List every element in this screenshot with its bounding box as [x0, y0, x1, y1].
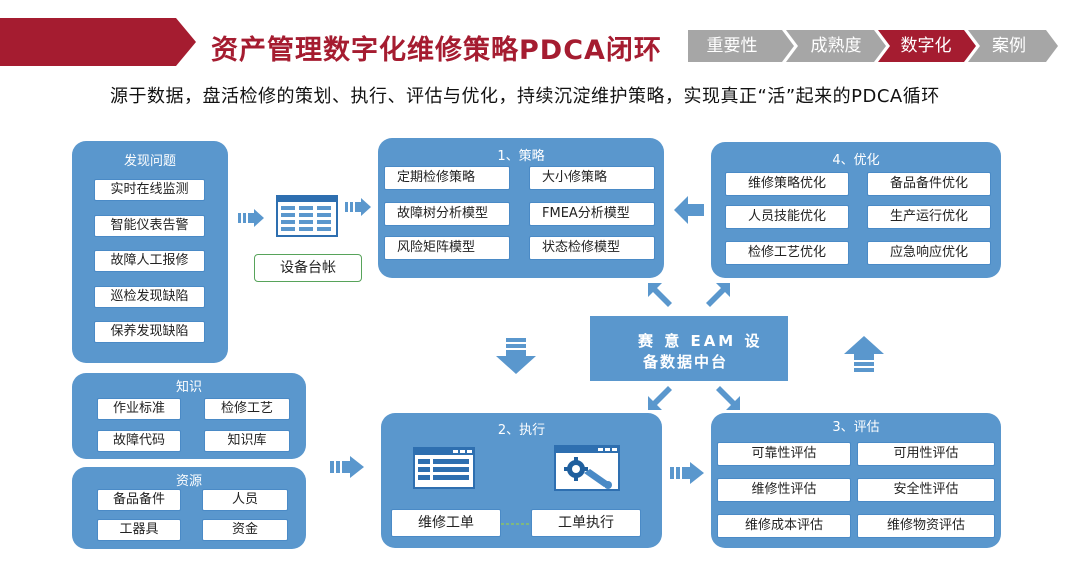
optimize-item[interactable]: 检修工艺优化 — [725, 241, 849, 265]
page-title: 资产管理数字化维修策略PDCA闭环 — [211, 35, 662, 66]
arrow-up-icon — [844, 336, 884, 372]
step-digitalization[interactable]: 数字化 — [900, 36, 952, 56]
execute-title: 2、执行 — [497, 423, 546, 438]
arrow-left-icon — [674, 196, 704, 224]
optimize-title: 4、优化 — [832, 153, 880, 168]
strategy-item[interactable]: 状态检修模型 — [529, 236, 655, 260]
strategy-item[interactable]: 故障树分析模型 — [384, 202, 510, 226]
knowledge-item[interactable]: 作业标准 — [97, 398, 181, 420]
optimize-item[interactable]: 人员技能优化 — [725, 205, 849, 229]
discover-item[interactable]: 智能仪表告警 — [94, 215, 205, 237]
resource-item[interactable]: 资金 — [202, 519, 288, 541]
evaluate-item[interactable]: 维修物资评估 — [857, 514, 995, 538]
connector-dash — [501, 523, 531, 525]
discover-item[interactable]: 巡检发现缺陷 — [94, 286, 205, 308]
center-line-1: 赛 意 EAM 设 — [638, 332, 763, 350]
strategy-item[interactable]: 定期检修策略 — [384, 166, 510, 190]
step-nav-shapes — [688, 30, 1058, 62]
evaluate-title: 3、评估 — [832, 420, 880, 435]
ledger-box[interactable]: 设备台帐 — [254, 254, 362, 282]
step-maturity[interactable]: 成熟度 — [810, 36, 862, 56]
discover-panel: 发现问题 实时在线监测 智能仪表告警 故障人工报修 巡检发现缺陷 保养发现缺陷 — [72, 141, 228, 363]
page-subtitle: 源于数据，盘活检修的策划、执行、评估与优化，持续沉淀维护策略，实现真正“活”起来… — [110, 86, 940, 107]
knowledge-item[interactable]: 故障代码 — [97, 430, 181, 452]
arrow-diagonal-icon — [716, 386, 740, 410]
optimize-panel: 4、优化 维修策略优化 备品备件优化 人员技能优化 生产运行优化 检修工艺优化 … — [711, 142, 1001, 278]
knowledge-title: 知识 — [175, 380, 202, 395]
arrow-down-icon — [496, 338, 536, 374]
optimize-item[interactable]: 备品备件优化 — [867, 172, 991, 196]
arrow-right-icon — [670, 462, 704, 484]
discover-item[interactable]: 故障人工报修 — [94, 250, 205, 272]
knowledge-panel: 知识 作业标准 检修工艺 故障代码 知识库 — [72, 373, 306, 459]
resources-panel: 资源 备品备件 人员 工器具 资金 — [72, 467, 306, 549]
strategy-title: 1、策略 — [497, 149, 545, 164]
arrow-right-icon — [345, 198, 371, 216]
evaluate-item[interactable]: 可用性评估 — [857, 442, 995, 466]
arrow-right-icon — [330, 456, 364, 478]
execute-item-order-execution[interactable]: 工单执行 — [531, 509, 641, 537]
discover-title: 发现问题 — [123, 154, 176, 169]
arrow-right-icon — [238, 209, 264, 227]
strategy-item[interactable]: 风险矩阵模型 — [384, 236, 510, 260]
evaluate-item[interactable]: 维修性评估 — [717, 478, 851, 502]
resource-item[interactable]: 工器具 — [97, 519, 181, 541]
step-importance[interactable]: 重要性 — [706, 36, 758, 56]
wrench-gear-icon — [554, 445, 620, 491]
title-banner — [0, 18, 196, 66]
discover-item[interactable]: 保养发现缺陷 — [94, 321, 205, 343]
arrow-diagonal-icon — [706, 283, 730, 307]
arrow-diagonal-icon — [648, 386, 672, 410]
discover-item[interactable]: 实时在线监测 — [94, 179, 205, 201]
strategy-item[interactable]: 大小修策略 — [529, 166, 655, 190]
eam-data-center[interactable]: 赛 意 EAM 设 备数据中台 — [590, 316, 788, 381]
strategy-item[interactable]: FMEA分析模型 — [529, 202, 655, 226]
execute-item-work-order[interactable]: 维修工单 — [391, 509, 501, 537]
center-line-2: 备数据中台 — [643, 353, 729, 371]
strategy-panel: 1、策略 定期检修策略 大小修策略 故障树分析模型 FMEA分析模型 风险矩阵模… — [378, 138, 664, 278]
form-icon — [413, 447, 475, 489]
resources-title: 资源 — [175, 474, 202, 489]
resource-item[interactable]: 备品备件 — [97, 489, 181, 511]
optimize-item[interactable]: 应急响应优化 — [867, 241, 991, 265]
optimize-item[interactable]: 维修策略优化 — [725, 172, 849, 196]
evaluate-item[interactable]: 安全性评估 — [857, 478, 995, 502]
evaluate-panel: 3、评估 可靠性评估 可用性评估 维修性评估 安全性评估 维修成本评估 维修物资… — [711, 413, 1001, 548]
step-cases[interactable]: 案例 — [992, 36, 1026, 56]
arrow-diagonal-icon — [648, 283, 672, 307]
table-icon — [276, 195, 338, 237]
resource-item[interactable]: 人员 — [202, 489, 288, 511]
knowledge-item[interactable]: 知识库 — [204, 430, 290, 452]
evaluate-item[interactable]: 可靠性评估 — [717, 442, 851, 466]
evaluate-item[interactable]: 维修成本评估 — [717, 514, 851, 538]
optimize-item[interactable]: 生产运行优化 — [867, 205, 991, 229]
knowledge-item[interactable]: 检修工艺 — [204, 398, 290, 420]
